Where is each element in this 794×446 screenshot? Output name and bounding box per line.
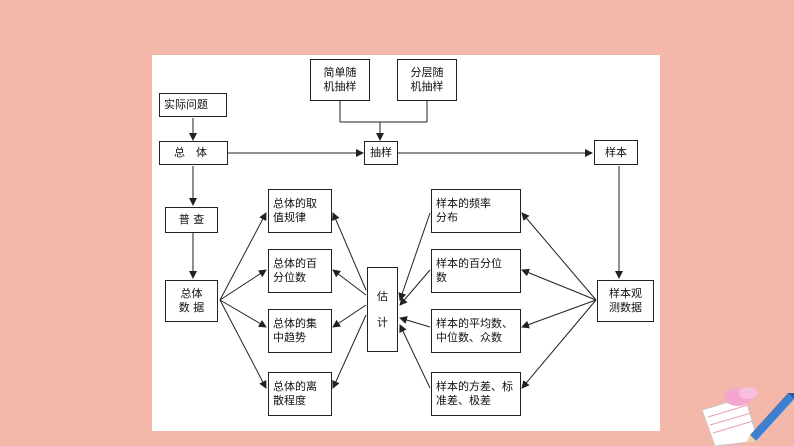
box-sample-percentile: 样本的百分位 数 (431, 249, 521, 293)
box-real-problem: 实际问题 (159, 93, 227, 117)
box-estimate: 估 计 (367, 267, 398, 352)
box-population-percentile: 总体的百 分位数 (268, 249, 332, 293)
box-sample-variance-std-range: 样本的方差、标 准差、极差 (431, 372, 521, 416)
box-population-data: 总体 数 据 (165, 280, 218, 322)
box-population: 总 体 (159, 141, 228, 165)
box-sample-observed-data: 样本观 测数据 (597, 280, 654, 322)
box-sample: 样本 (594, 140, 638, 165)
box-population-dispersion: 总体的离 散程度 (268, 372, 332, 416)
box-population-distribution: 总体的取 值规律 (268, 189, 332, 233)
box-sample-frequency-distribution: 样本的频率 分布 (431, 189, 521, 233)
box-census: 普 查 (165, 207, 218, 233)
box-sample-mean-median-mode: 样本的平均数、 中位数、众数 (431, 309, 521, 353)
box-population-central-tendency: 总体的集 中趋势 (268, 309, 332, 353)
diagram-panel (152, 55, 660, 431)
box-stratified-sampling: 分层随 机抽样 (397, 59, 457, 101)
box-sampling: 抽样 (364, 141, 398, 165)
paper-pencil-icon (701, 387, 794, 446)
box-simple-random-sampling: 简单随 机抽样 (310, 59, 370, 101)
